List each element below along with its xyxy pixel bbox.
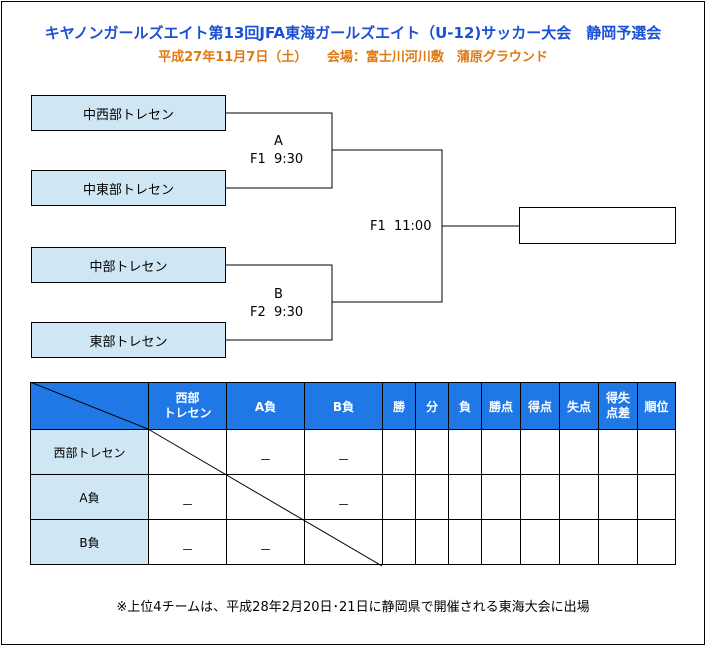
table-row: B負 － － — [30, 519, 676, 565]
table-cell — [559, 519, 599, 565]
col-header: A負 — [226, 382, 305, 430]
table-cell — [520, 519, 560, 565]
team-box-1: 中西部トレセン — [31, 95, 226, 131]
table-cell — [598, 429, 638, 475]
table-cell — [598, 474, 638, 520]
table-cell: － — [226, 429, 305, 475]
col-header: 得失 点差 — [598, 382, 638, 430]
final-info: F1 11:00 — [370, 219, 432, 234]
col-header: 得点 — [520, 382, 560, 430]
table-cell — [637, 429, 676, 475]
league-table: 西部 トレセン A負 B負 勝 分 負 勝点 得点 失点 得失 点差 順位 西部… — [30, 382, 676, 565]
col-header: 分 — [415, 382, 449, 430]
col-header: 勝点 — [481, 382, 521, 430]
col-header: 勝 — [382, 382, 416, 430]
page-subtitle: 平成27年11月7日（土） 会場：富士川河川敷 蒲原グラウンド — [158, 50, 548, 65]
bracket-lines — [226, 112, 519, 341]
table-row: A負 － － — [30, 474, 676, 520]
match-b-name: B — [274, 287, 283, 302]
col-header: 負 — [448, 382, 482, 430]
table-cell — [559, 474, 599, 520]
table-cell — [148, 429, 227, 475]
row-label: B負 — [30, 519, 149, 565]
bracket-line-b — [226, 264, 333, 341]
table-cell: － — [226, 519, 305, 565]
match-a-info: F1 9:30 — [250, 152, 304, 167]
match-a-name: A — [274, 134, 283, 149]
table-cell — [637, 474, 676, 520]
table-cell: － — [304, 429, 383, 475]
table-header-row: 西部 トレセン A負 B負 勝 分 負 勝点 得点 失点 得失 点差 順位 — [30, 382, 676, 430]
table-cell — [415, 519, 449, 565]
bracket-line-a — [226, 112, 333, 189]
table-cell — [598, 519, 638, 565]
footnote: ※上位4チームは、平成28年2月20日･21日に静岡県で開催される東海大会に出場 — [116, 600, 590, 615]
table-row: 西部トレセン － － — [30, 429, 676, 475]
table-cell: － — [304, 474, 383, 520]
team-box-2: 中東部トレセン — [31, 170, 226, 206]
table-cell — [448, 429, 482, 475]
table-cell — [304, 519, 383, 565]
table-cell — [481, 429, 521, 475]
col-header: B負 — [304, 382, 383, 430]
winner-box — [519, 207, 676, 244]
table-cell — [382, 519, 416, 565]
col-header: 西部 トレセン — [148, 382, 227, 430]
table-cell — [481, 474, 521, 520]
table-cell — [226, 474, 305, 520]
table-corner-cell — [30, 382, 149, 430]
team-box-4: 東部トレセン — [31, 322, 226, 358]
col-header: 順位 — [637, 382, 676, 430]
table-cell — [415, 474, 449, 520]
table-cell — [637, 519, 676, 565]
table-cell: － — [148, 519, 227, 565]
table-cell — [415, 429, 449, 475]
col-header: 失点 — [559, 382, 599, 430]
table-cell — [481, 519, 521, 565]
table-cell — [382, 474, 416, 520]
table-cell — [448, 519, 482, 565]
table-cell — [559, 429, 599, 475]
match-b-info: F2 9:30 — [250, 305, 304, 320]
table-cell — [520, 429, 560, 475]
team-box-3: 中部トレセン — [31, 247, 226, 283]
table-cell — [520, 474, 560, 520]
page-title: キヤノンガールズエイト第13回JFA東海ガールズエイト（U-12)サッカー大会 … — [44, 24, 662, 42]
table-cell — [382, 429, 416, 475]
table-cell — [448, 474, 482, 520]
row-label: A負 — [30, 474, 149, 520]
row-label: 西部トレセン — [30, 429, 149, 475]
table-cell: － — [148, 474, 227, 520]
